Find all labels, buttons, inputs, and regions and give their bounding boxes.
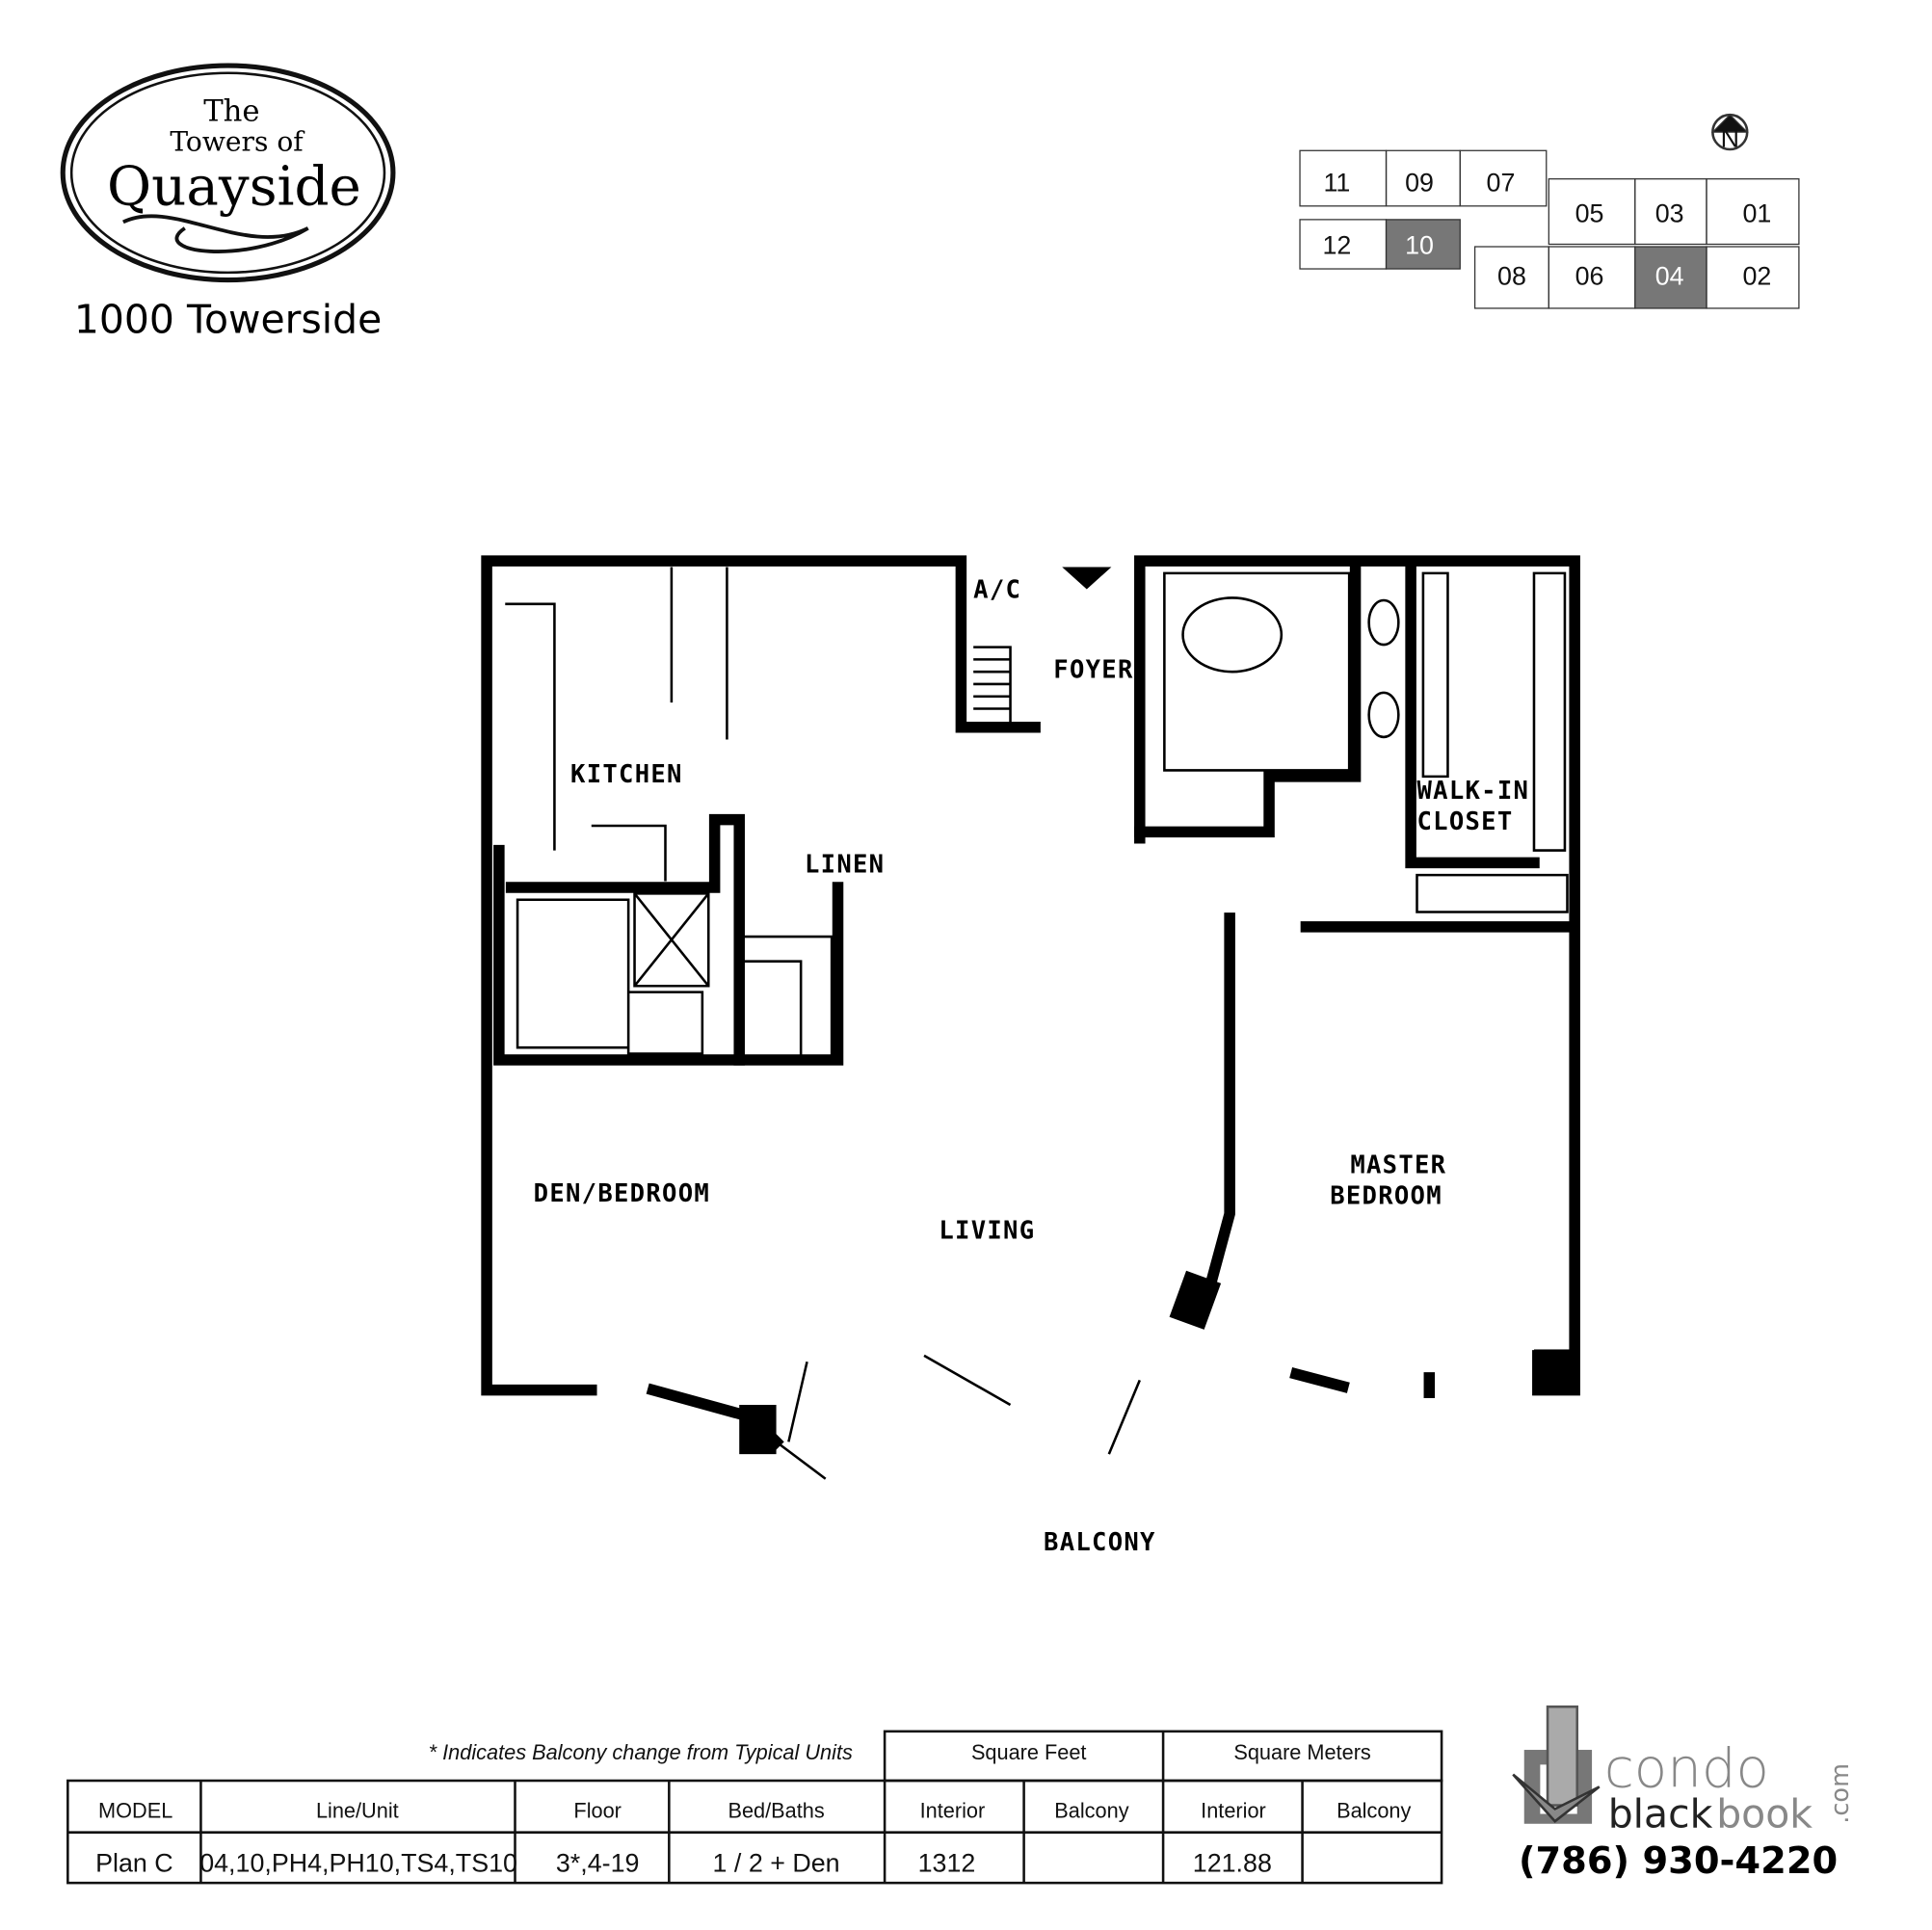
room-den: DEN/BEDROOM [534,1179,710,1208]
svg-text:121.88: 121.88 [1193,1849,1272,1878]
svg-text:Line/Unit: Line/Unit [316,1798,399,1822]
logo-line2: Towers of [170,125,305,157]
svg-text:05: 05 [1575,198,1604,227]
svg-text:Plan C: Plan C [95,1849,173,1878]
table-note: * Indicates Balcony change from Typical … [429,1740,853,1764]
svg-text:04,10,PH4,PH10,TS4,TS10: 04,10,PH4,PH10,TS4,TS10 [199,1849,517,1878]
table-header-row: MODEL Line/Unit Floor Bed/Baths Interior… [98,1798,1411,1822]
room-living: LIVING [939,1216,1035,1245]
key-plan [1299,113,1800,309]
svg-text:1 / 2 + Den: 1 / 2 + Den [713,1849,840,1878]
svg-text:Bed/Baths: Bed/Baths [728,1798,824,1822]
key-plan-labels: 11 09 07 05 03 01 12 10 08 06 04 02 [1322,168,1771,290]
svg-text:12: 12 [1322,231,1351,260]
room-walk-in-1: WALK-IN [1417,777,1530,806]
svg-text:06: 06 [1575,262,1604,291]
unit-info-table [66,1730,1443,1885]
svg-text:02: 02 [1742,262,1771,291]
svg-text:Interior: Interior [920,1798,986,1822]
room-labels: A/C FOYER KITCHEN LINEN WALK-IN CLOSET D… [534,575,1530,1557]
room-kitchen: KITCHEN [570,760,683,789]
svg-text:09: 09 [1405,168,1434,197]
room-master-1: MASTER [1350,1151,1446,1180]
header-square-meters: Square Meters [1233,1740,1371,1764]
svg-text:04: 04 [1655,262,1684,291]
room-master-2: BEDROOM [1330,1182,1442,1211]
svg-text:10: 10 [1405,231,1434,260]
svg-text:Balcony: Balcony [1054,1798,1128,1822]
header-square-feet: Square Feet [971,1740,1087,1764]
logo-line1: The [203,95,259,129]
svg-text:book: book [1716,1791,1813,1837]
svg-text:01: 01 [1742,198,1771,227]
svg-text:condo: condo [1604,1737,1769,1800]
svg-text:black: black [1608,1791,1713,1837]
quayside-logo: The Towers of Quayside [60,63,396,283]
address: 1000 Towerside [74,297,382,343]
svg-text:MODEL: MODEL [98,1798,172,1822]
svg-text:03: 03 [1655,198,1684,227]
svg-text:08: 08 [1497,262,1526,291]
phone-number: (786) 930-4220 [1519,1839,1838,1883]
svg-text:Floor: Floor [573,1798,621,1822]
table-row: Plan C 04,10,PH4,PH10,TS4,TS10 3*,4-19 1… [95,1849,1272,1878]
svg-text:.com: .com [1826,1763,1855,1824]
room-foyer: FOYER [1053,656,1133,685]
room-linen: LINEN [805,851,885,880]
svg-text:1312: 1312 [918,1849,976,1878]
svg-text:11: 11 [1323,168,1350,197]
logo-line3: Quayside [107,156,361,219]
floor-plan [481,555,1580,1480]
room-balcony: BALCONY [1044,1528,1156,1557]
room-ac: A/C [973,575,1021,604]
svg-text:07: 07 [1487,168,1516,197]
condoblackbook-logo: condo black book .com [1512,1705,1855,1837]
svg-text:3*,4-19: 3*,4-19 [556,1849,640,1878]
svg-text:Interior: Interior [1201,1798,1266,1822]
room-walk-in-2: CLOSET [1417,807,1514,836]
svg-text:Balcony: Balcony [1337,1798,1411,1822]
north-arrow-label: N [1721,123,1739,152]
